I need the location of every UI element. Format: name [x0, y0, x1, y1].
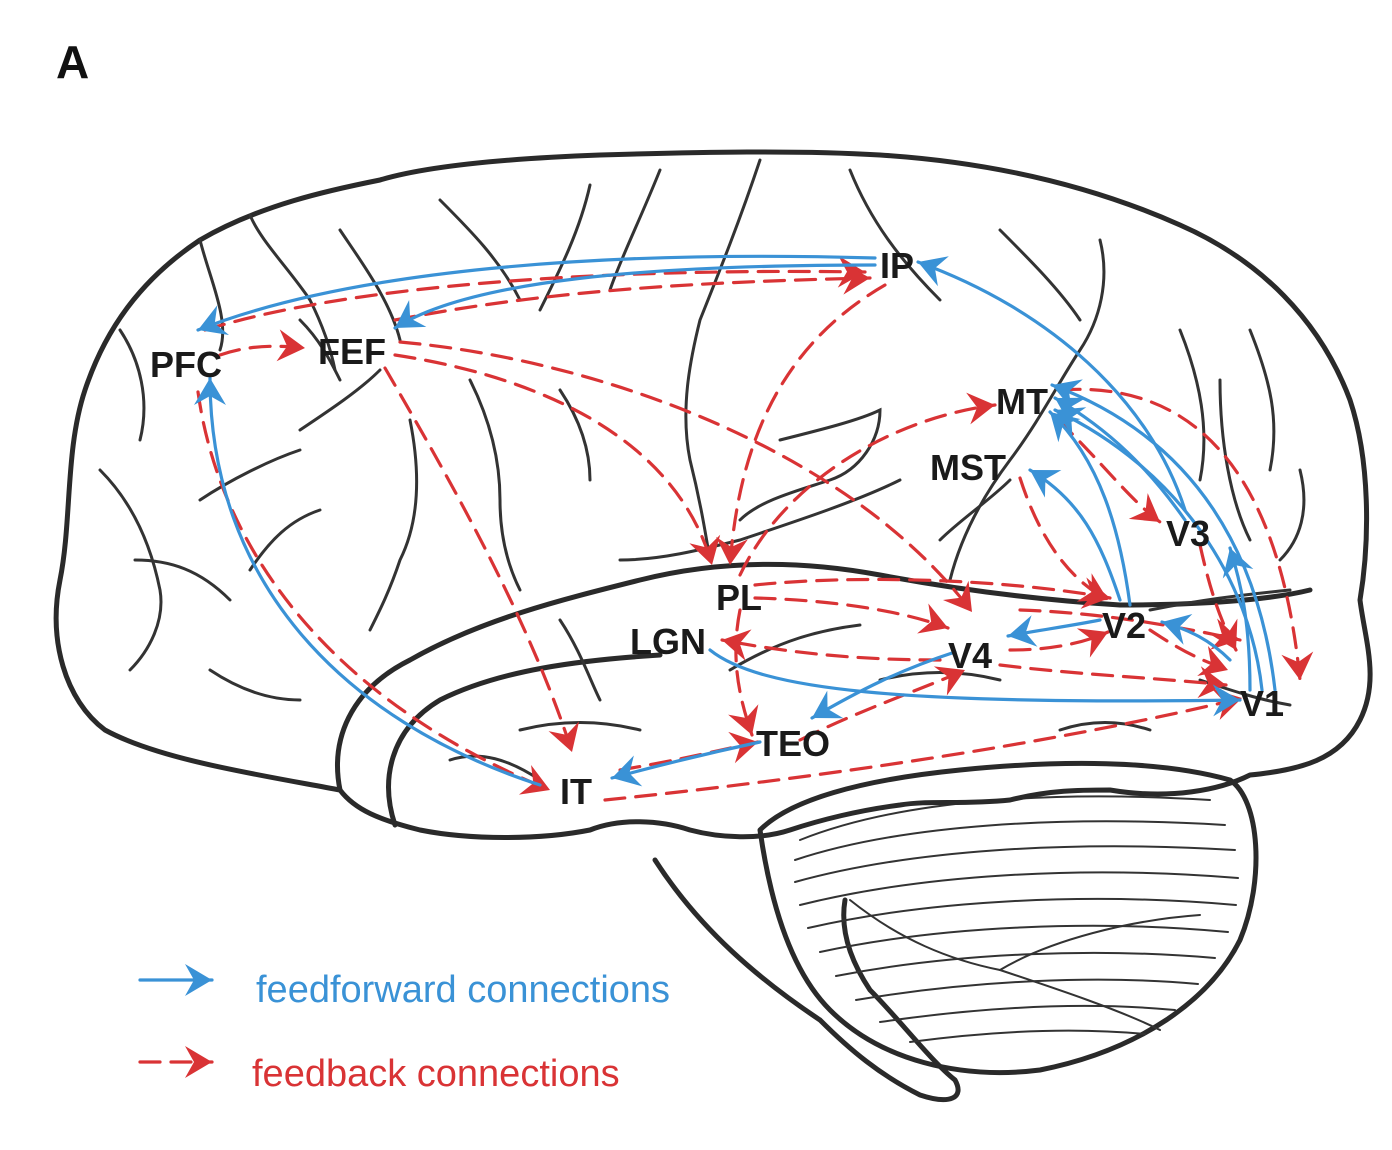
area-label-mt: MT: [996, 381, 1048, 422]
fb-v4-v1: [998, 663, 1228, 699]
cerebellum: [652, 760, 1259, 1103]
sulci: [98, 158, 1306, 782]
fb-teo-v4: [798, 666, 967, 742]
area-label-it: IT: [560, 771, 592, 812]
fb-pl-v4: [753, 596, 950, 634]
ff-ip-pfc: [196, 254, 877, 335]
fb-fef-pl: [393, 353, 721, 567]
area-label-ip: IP: [880, 245, 914, 286]
fb-ip-pl: [716, 283, 887, 567]
fb-fef-v4: [398, 340, 974, 614]
ff-it-pfc: [194, 376, 542, 787]
fb-pl-v2: [753, 577, 1112, 609]
panel-label: A: [56, 36, 89, 88]
ff-teo-it: [610, 740, 762, 787]
ff-v1-mt-b: [1053, 407, 1264, 692]
ff-v2-mt: [1048, 410, 1132, 607]
fb-mt-v1: [1058, 387, 1314, 682]
area-label-fef: FEF: [318, 331, 386, 372]
area-label-v2: V2: [1102, 605, 1146, 646]
area-labels: IP PFC FEF MT MST V3 PL V2 LGN V4 V1 TEO…: [150, 245, 1284, 812]
fb-fef-it: [383, 366, 580, 754]
area-label-lgn: LGN: [630, 621, 706, 662]
ff-ip-fef: [393, 263, 877, 330]
ff-lgn-v1: [708, 648, 1242, 717]
area-label-teo: TEO: [756, 723, 830, 764]
ff-v2-v4: [1006, 615, 1102, 647]
area-label-pfc: PFC: [150, 344, 222, 385]
area-label-v4: V4: [948, 635, 992, 676]
fb-pl-teo: [728, 608, 759, 737]
area-label-v3: V3: [1166, 513, 1210, 554]
feedforward-legend-label: feedforward connections: [256, 969, 670, 1011]
temporal-pole: [386, 652, 663, 828]
cortex-outline: [53, 149, 1373, 840]
fb-pfc-it: [196, 390, 552, 795]
legend: feedforward connections feedback connect…: [138, 964, 670, 1095]
feedback-legend-item: feedback connections: [138, 1046, 620, 1095]
fb-pfc-fef: [218, 329, 307, 362]
fb-v4-v2: [1008, 628, 1110, 658]
fb-pfc-ip: [203, 255, 867, 332]
feedforward-connections: [194, 254, 1277, 787]
ff-v1-v3: [1222, 546, 1254, 692]
ff-v2-mst: [1028, 468, 1122, 602]
fb-v4-lgn: [720, 629, 942, 662]
area-label-mst: MST: [930, 447, 1006, 488]
fb-it-v1: [603, 688, 1244, 802]
fb-fef-ip: [393, 262, 872, 322]
area-label-pl: PL: [716, 577, 762, 618]
ff-v1-mt: [1050, 379, 1277, 692]
cerebellar-folia: [794, 795, 1239, 1043]
fb-v2-v1-b: [1018, 608, 1242, 650]
ff-v3-mt: [1053, 396, 1187, 522]
fb-pl-mt: [738, 392, 997, 577]
ff-v3-ip: [916, 256, 1187, 512]
area-label-v1: V1: [1240, 683, 1284, 724]
feedback-legend-label: feedback connections: [252, 1053, 620, 1095]
feedback-connections: [196, 255, 1314, 802]
ff-v1-v2: [1160, 614, 1232, 662]
feedforward-legend-item: feedforward connections: [138, 964, 670, 1011]
fb-mst-v2: [1018, 476, 1110, 602]
ff-v4-teo: [810, 650, 957, 720]
